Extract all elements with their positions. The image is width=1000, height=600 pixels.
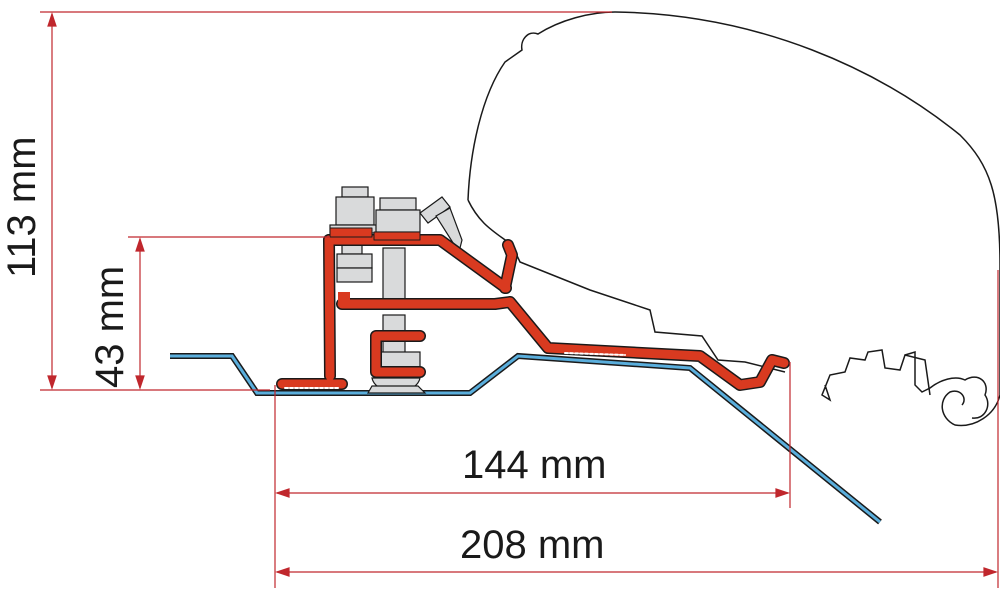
vehicle-roof-profile (170, 352, 882, 525)
dimension-label-total-width: 208 mm (460, 523, 605, 567)
dimension-label-bracket-height: 43 mm (88, 265, 132, 388)
dimension-label-bracket-width: 144 mm (462, 443, 607, 487)
dimension-label-total-height: 113 mm (0, 136, 44, 278)
awning-profile-end (904, 350, 989, 419)
awning-housing-outline (467, 11, 1000, 427)
mounting-bracket (276, 227, 790, 391)
vehicle-roof-profile-fill (170, 354, 881, 524)
bolt-right (366, 197, 427, 394)
dimension-lines (40, 11, 999, 588)
set-screw (419, 196, 463, 249)
